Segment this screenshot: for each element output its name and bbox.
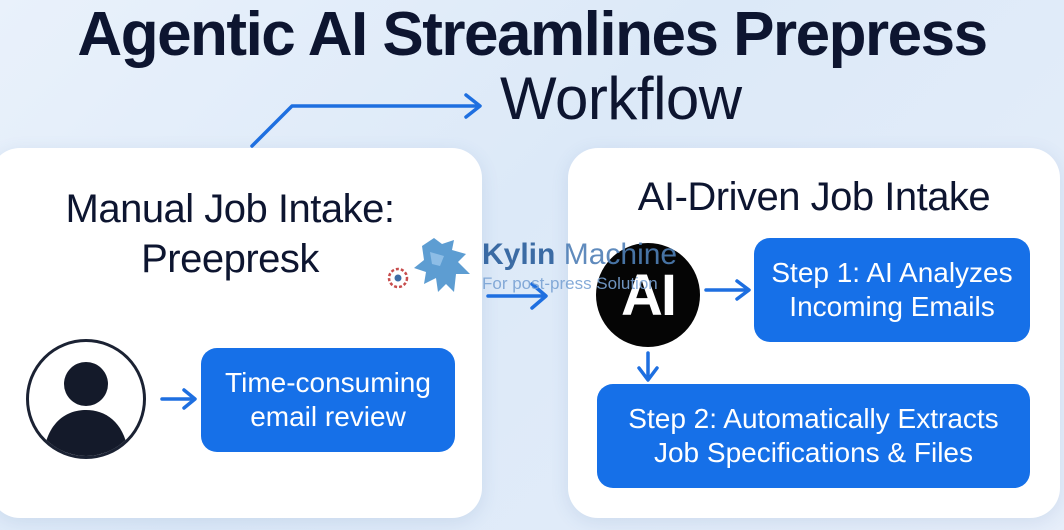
step1-line2: Incoming Emails	[789, 291, 995, 322]
manual-intake-panel: Manual Job Intake: Preepresk	[0, 148, 482, 518]
page-title-line1: Agentic AI Streamlines Prepress	[77, 0, 988, 69]
ai-badge: AI	[596, 243, 700, 347]
watermark-brand-bold: Kylin	[482, 238, 556, 271]
step2-line1: Step 2: Automatically Extracts	[628, 403, 999, 434]
person-icon	[26, 339, 146, 459]
watermark-tagline: For post-press Solution	[482, 274, 658, 293]
watermark-brand-rest: Machine	[563, 238, 678, 271]
manual-intake-title-line2: Preepresk	[141, 237, 319, 281]
step2-line2: Job Specifications & Files	[653, 437, 974, 468]
top-connector-arrow	[250, 104, 480, 148]
qilin-logo-icon	[387, 238, 470, 292]
ai-intake-title: AI-Driven Job Intake	[637, 175, 991, 219]
watermark-brand: Kylin Machine	[482, 238, 677, 272]
email-review-box: Time-consuming email review	[201, 348, 455, 452]
page-title-line2: Workflow	[500, 65, 742, 132]
watermark: Kylin Machine For post-press Solution	[382, 234, 682, 296]
step2-box: Step 2: Automatically Extracts Job Speci…	[597, 384, 1030, 488]
email-review-line2: email review	[250, 401, 406, 432]
manual-intake-title-line1: Manual Job Intake:	[65, 187, 396, 231]
step1-line1: Step 1: AI Analyzes	[771, 257, 1013, 288]
email-review-line1: Time-consuming	[225, 367, 431, 398]
manual-intake-title: Manual Job Intake: Preepresk	[30, 184, 430, 284]
step1-box: Step 1: AI Analyzes Incoming Emails	[754, 238, 1030, 342]
